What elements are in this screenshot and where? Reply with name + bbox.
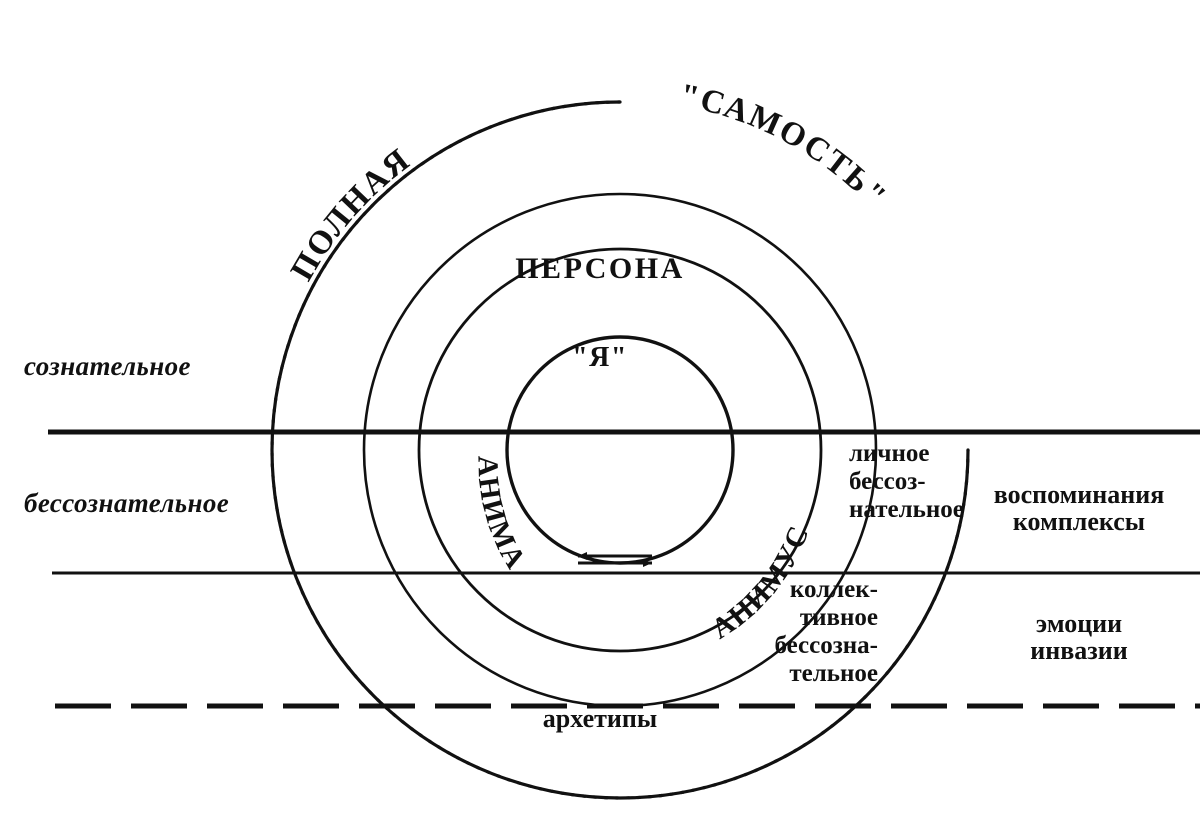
collective-unconscious-line-2: тивное bbox=[799, 604, 878, 631]
memories-line-1: воспоминания bbox=[993, 480, 1165, 509]
circle-persona bbox=[417, 247, 823, 653]
persona-label: ПЕРСОНА bbox=[515, 252, 685, 285]
anima-text: АНИМА bbox=[471, 455, 532, 575]
personal-unconscious-line-3: нательное bbox=[849, 496, 964, 523]
personal-unconscious-label: личное бессоз- нательное bbox=[849, 440, 964, 524]
emotions-line-2: инвазии bbox=[1030, 636, 1128, 666]
outer-circle-self bbox=[270, 100, 970, 800]
collective-unconscious-line-4: тельное bbox=[789, 660, 878, 687]
personal-unconscious-line-1: личное bbox=[849, 440, 930, 467]
ego-label: "Я" bbox=[572, 342, 628, 373]
ego-arrow-marker bbox=[578, 552, 652, 567]
collective-unconscious-line-3: бессозна- bbox=[774, 632, 878, 659]
archetypes-label: архетипы bbox=[542, 704, 658, 733]
title-self-text: "САМОСТЬ" bbox=[677, 77, 894, 215]
personal-unconscious-line-2: бессоз- bbox=[849, 468, 926, 495]
emotions-invasions-label: эмоции инвазии bbox=[966, 610, 1192, 664]
collective-unconscious-label: коллек- тивное бессозна- тельное bbox=[686, 576, 878, 688]
conscious-label: сознательное bbox=[24, 351, 191, 381]
memories-line-2: комплексы bbox=[1012, 507, 1146, 537]
collective-unconscious-line-1: коллек- bbox=[789, 576, 878, 603]
memories-complexes-label: воспоминания комплексы bbox=[966, 481, 1192, 535]
unconscious-label: бессознательное bbox=[24, 488, 230, 518]
emotions-line-1: эмоции bbox=[1035, 609, 1123, 638]
